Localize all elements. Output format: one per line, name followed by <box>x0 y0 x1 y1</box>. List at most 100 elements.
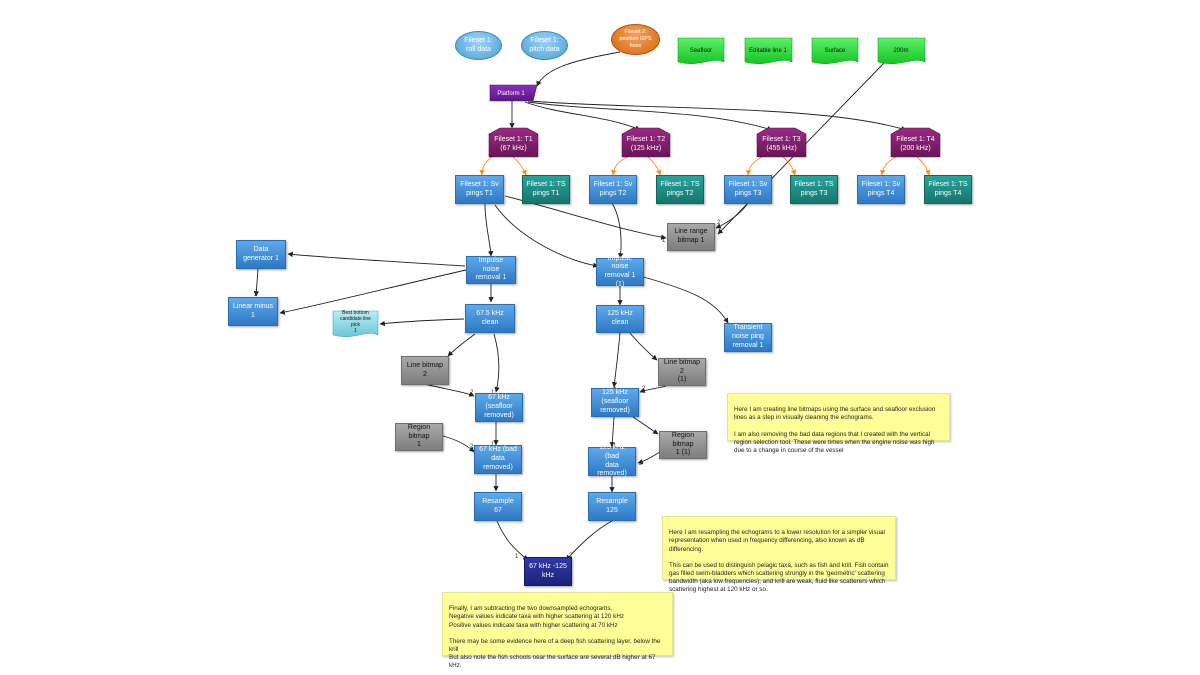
fileset-gps-node[interactable]: Fileset 2: position GPS fixes <box>611 24 660 55</box>
fileset-pitch-label: Fileset 1: pitch data <box>529 36 560 53</box>
line-node-seafloor[interactable] <box>677 37 725 64</box>
region-bitmap-1b-node[interactable]: Region bitmap 1 (1) <box>659 431 707 459</box>
edge-platform-t3 <box>527 101 773 132</box>
impulse-noise-removal-1b-node[interactable]: Impulse noise removal 1 (1) <box>596 255 644 288</box>
line-node-editable[interactable] <box>744 37 793 64</box>
line-node-200m[interactable] <box>877 37 926 64</box>
editable-line-label: Editable line 1 <box>749 48 787 54</box>
clean-125-node[interactable]: 125 kHz clean <box>596 305 644 333</box>
data-generator-node[interactable]: Data generator 1 <box>236 240 286 269</box>
ts-pings-t3-label: Fileset 1: TS pings T3 <box>794 180 834 197</box>
edge-t3-ts3 <box>782 156 797 176</box>
transducer-node-t2[interactable] <box>621 127 671 158</box>
edge-t2-ts2 <box>647 156 662 176</box>
transducer-node-t3[interactable] <box>756 127 807 158</box>
platform-label: Platform 1 <box>497 91 525 97</box>
region-bitmap-1-node[interactable]: Region bitmap 1 <box>395 423 443 451</box>
port-label: 2 <box>470 390 474 396</box>
port-label: 2 <box>639 461 643 467</box>
edge-t4-sv4 <box>880 156 897 176</box>
sv-pings-t2-node[interactable]: Fileset 1: Sv pings T2 <box>589 175 637 204</box>
transducer-t4-text: Fileset 1: T4 (200 kHz) <box>891 134 940 156</box>
difference-67-125-label: 67 kHz -125 kHz <box>529 562 567 579</box>
clean-67-node[interactable]: 67.5 kHz clean <box>465 304 515 333</box>
transducer-t1-text: Fileset 1: T1 (67 kHz) <box>489 134 538 156</box>
line-bitmap-2-node[interactable]: Line bitmap 2 <box>401 356 449 385</box>
bad-data-removed-67-node[interactable]: 67 kHz (bad data removed) <box>474 445 522 474</box>
fileset-pitch-node[interactable]: Fileset 1: pitch data <box>521 31 568 60</box>
ts-pings-t1-node[interactable]: Fileset 1: TS pings T1 <box>522 175 570 204</box>
best-bottom-node[interactable] <box>332 310 379 337</box>
best-bottom-text: Best bottom candidate line pick 1 <box>333 310 378 335</box>
ts-pings-t4-label: Fileset 1: TS pings T4 <box>928 180 968 197</box>
sv-pings-t4-node[interactable]: Fileset 1: Sv pings T4 <box>857 175 905 204</box>
resample-125-node[interactable]: Resample 125 <box>588 492 636 521</box>
edge-clean67-linebitmap2 <box>447 333 476 357</box>
transducer-t2-text: Fileset 1: T2 (125 kHz) <box>622 134 670 156</box>
line-node-surface[interactable] <box>811 37 859 64</box>
seafloor-label: Seafloor <box>690 48 712 54</box>
edge-impulse1-linearminus <box>279 269 467 315</box>
note-resampling[interactable]: Here I am resampling the echograms to a … <box>662 516 896 593</box>
bad-data-removed-67-label: 67 kHz (bad data removed) <box>479 446 517 471</box>
edge-impulse1-datagen <box>287 251 466 267</box>
port-label: 2 <box>642 386 646 392</box>
linear-minus-label: Linear minus 1 <box>232 302 274 319</box>
edge-datagen-linearminus <box>253 268 260 297</box>
clean-67-label: 67.5 kHz clean <box>476 309 504 326</box>
edge-linebitmap2-sf67 <box>423 383 475 397</box>
ts-pings-t4-node[interactable]: Fileset 1: TS pings T4 <box>924 175 972 204</box>
ts-pings-t3-node[interactable]: Fileset 1: TS pings T3 <box>790 175 838 204</box>
transducer-t2-label: Fileset 1: T2 (125 kHz) <box>626 136 666 152</box>
impulse-noise-removal-1-node[interactable]: Impulse noise removal 1 <box>466 256 516 284</box>
transducer-t3-label: Fileset 1: T3 (455 kHz) <box>762 136 801 152</box>
transducer-node-t1[interactable] <box>488 127 539 158</box>
line-bitmap-2b-label: Line bitmap 2 (1) <box>663 358 701 384</box>
transducer-t4-label: Fileset 1: T4 (200 kHz) <box>896 136 935 152</box>
note-line-bitmaps[interactable]: Here I am creating line bitmaps using th… <box>727 393 950 454</box>
transducer-node-t4[interactable] <box>890 127 941 158</box>
edge-sv1-impulse1 <box>484 203 494 257</box>
platform-node[interactable] <box>489 84 538 102</box>
fileset-roll-node[interactable]: Fileset 1: roll data <box>455 31 502 60</box>
sv-pings-t3-label: Fileset 1: Sv pings T3 <box>728 180 768 197</box>
resample-67-node[interactable]: Resample 67 <box>474 492 522 521</box>
ts-pings-t2-node[interactable]: Fileset 1: TS pings T2 <box>656 175 704 204</box>
edge-linebitmap2b-sf125 <box>639 385 667 393</box>
surface-label: Surface <box>825 48 846 54</box>
sv-pings-t1-node[interactable]: Fileset 1: Sv pings T1 <box>455 175 504 204</box>
note-subtracting[interactable]: Finally, I am subtracting the two downsa… <box>442 592 673 669</box>
fileset-gps-label: Fileset 2: position GPS fixes <box>619 29 652 49</box>
transient-noise-node[interactable]: Transient noise ping removal 1 <box>724 323 772 352</box>
port-label: 1 <box>613 384 617 390</box>
bad-data-removed-125-node[interactable]: 125 kHz (bad data removed) <box>588 444 636 477</box>
sv-pings-t3-node[interactable]: Fileset 1: Sv pings T3 <box>724 175 772 204</box>
edge-clean125-linebitmap2b <box>629 332 658 361</box>
data-generator-label: Data generator 1 <box>243 245 279 262</box>
seafloor-removed-67-node[interactable]: 67 kHz (seafloor removed) <box>475 393 523 422</box>
difference-67-125-node[interactable]: 67 kHz -125 kHz <box>524 557 572 586</box>
linear-minus-node[interactable]: Linear minus 1 <box>228 297 278 326</box>
line-range-bitmap-node[interactable]: Line range bitmap 1 <box>667 223 715 251</box>
resample-67-label: Resample 67 <box>482 497 514 514</box>
line-bitmap-2b-node[interactable]: Line bitmap 2 (1) <box>658 358 706 386</box>
edge-impulse2-transient <box>639 275 729 324</box>
port-label: 1 <box>613 443 617 449</box>
edge-t2-sv2 <box>611 156 628 176</box>
edge-res67-diff <box>496 520 529 561</box>
edge-t3-sv3 <box>746 156 763 176</box>
200m-label: 200m <box>893 48 908 54</box>
edge-sf125-bad125 <box>609 416 616 448</box>
edge-platform-t4 <box>529 100 907 132</box>
seafloor-removed-125-node[interactable]: 125 kHz (seafloor removed) <box>591 388 639 417</box>
impulse-noise-removal-1b-label: Impulse noise removal 1 (1) <box>604 254 636 288</box>
fileset-roll-label: Fileset 1: roll data <box>464 36 493 53</box>
edge-region1b-bad125 <box>637 451 661 465</box>
line-bitmap-2-label: Line bitmap 2 <box>406 361 444 378</box>
edge-region1-bad67 <box>442 435 475 453</box>
resample-125-label: Resample 125 <box>596 497 628 514</box>
port-label: 2 <box>254 292 258 298</box>
edge-clean125-sf125 <box>611 332 621 388</box>
seafloor-removed-125-label: 125 kHz (seafloor removed) <box>600 389 630 414</box>
